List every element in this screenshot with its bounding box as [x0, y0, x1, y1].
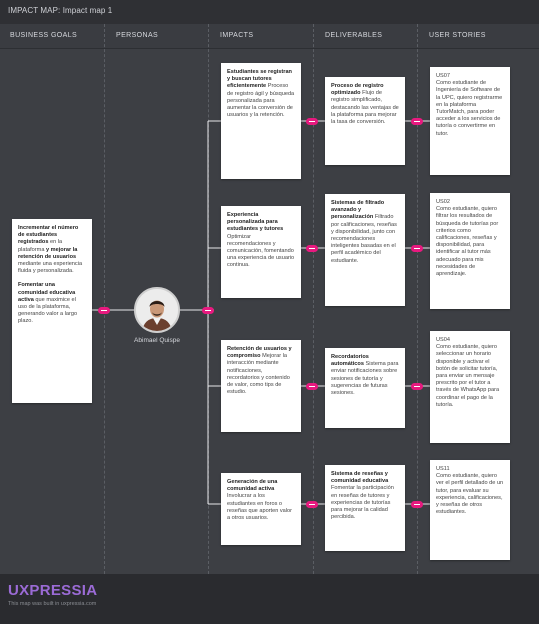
impact-text: Proceso de registro ágil y búsqueda pers… — [227, 83, 295, 119]
goal-text-bold: y mejorar la retención de usuarios — [18, 246, 78, 260]
goal-text: que maximice el uso de la plataforma, ge… — [18, 296, 78, 325]
business-goal-card[interactable]: Incrementar el número de estudiantes reg… — [12, 219, 92, 403]
deliverable-title: Recordatorios automáticos — [331, 354, 369, 368]
deliverable-title: Sistemas de filtrado avanzado y personal… — [331, 200, 385, 221]
deliverable-card[interactable]: Proceso de registro optimizado Flujo de … — [325, 77, 405, 165]
deliverable-title: Proceso de registro optimizado — [331, 83, 384, 97]
column-divider — [104, 24, 105, 574]
user-story-id: US07 — [436, 73, 450, 79]
user-story-card[interactable]: US11 Como estudiante, quiero ver el perf… — [430, 460, 510, 560]
deliverable-card[interactable]: Recordatorios automáticos Sistema para e… — [325, 348, 405, 428]
connector-handle[interactable] — [306, 383, 318, 390]
goal-text-bold: Fomentar una comunidad educativa activa — [18, 282, 76, 303]
column-header-row: BUSINESS GOALS PERSONAS IMPACTS DELIVERA… — [0, 24, 539, 49]
impact-card[interactable]: Retención de usuarios y compromiso Mejor… — [221, 340, 301, 432]
column-header-user-stories: USER STORIES — [429, 32, 486, 39]
connector-handle[interactable] — [306, 501, 318, 508]
impact-title: Experiencia personalizada para estudiant… — [227, 212, 284, 233]
column-header-personas: PERSONAS — [116, 32, 159, 39]
impact-title: Retención de usuarios y compromiso — [227, 346, 292, 360]
deliverable-text: Sistema para enviar notificaciones sobre… — [331, 361, 399, 397]
deliverable-text: Flujo de registro simplificado, destacan… — [331, 90, 399, 126]
user-story-text: Como estudiante, quiero ver el perfil de… — [436, 473, 504, 516]
persona-name: Abimael Quispe — [134, 337, 180, 344]
connector-handle[interactable] — [411, 501, 423, 508]
column-header-business-goals: BUSINESS GOALS — [10, 32, 78, 39]
impact-text: Optimizar recomendaciones y comunicación… — [227, 233, 295, 269]
user-story-id: US04 — [436, 337, 450, 343]
column-divider — [313, 24, 314, 574]
goal-text-bold: Incrementar el número de estudiantes reg… — [18, 225, 79, 246]
impact-title: Generación de una comunidad activa — [227, 479, 278, 493]
connector-handle[interactable] — [98, 307, 110, 314]
impact-card[interactable]: Generación de una comunidad activa Invol… — [221, 473, 301, 545]
top-bar: IMPACT MAP: Impact map 1 — [0, 0, 539, 24]
persona-avatar[interactable] — [134, 287, 180, 333]
column-header-deliverables: DELIVERABLES — [325, 32, 383, 39]
user-story-text: Como estudiante, quiero seleccionar un h… — [436, 344, 500, 408]
connector-handle[interactable] — [411, 118, 423, 125]
user-story-text: Como estudiante, quiero filtrar los resu… — [436, 206, 499, 278]
user-story-card[interactable]: US02 Como estudiante, quiero filtrar los… — [430, 193, 510, 309]
user-story-card[interactable]: US04 Como estudiante, quiero seleccionar… — [430, 331, 510, 443]
uxpressia-logo[interactable]: UXPRESSIA — [8, 582, 98, 599]
footer: UXPRESSIA This map was built in uxpressi… — [0, 574, 539, 624]
connector-handle[interactable] — [411, 383, 423, 390]
column-header-impacts: IMPACTS — [220, 32, 254, 39]
user-story-card[interactable]: US07 Como estudiante de Ingeniería de So… — [430, 67, 510, 175]
user-story-id: US11 — [436, 466, 450, 472]
impact-text: Mejorar la interacción mediante notifica… — [227, 353, 290, 396]
user-story-text: Como estudiante de Ingeniería de Softwar… — [436, 80, 503, 137]
deliverable-text: Fomentar la participación en reseñas de … — [331, 485, 394, 521]
user-story-id: US02 — [436, 199, 450, 205]
column-divider — [417, 24, 418, 574]
connector-handle[interactable] — [306, 245, 318, 252]
impact-title: Estudiantes se registran y buscan tutore… — [227, 69, 292, 90]
deliverable-text: Filtrado por calificaciones, reseñas y d… — [331, 214, 397, 264]
impact-card[interactable]: Experiencia personalizada para estudiant… — [221, 206, 301, 298]
deliverable-card[interactable]: Sistema de reseñas y comunidad educativa… — [325, 465, 405, 551]
goal-text: mediante una experiencia fluida y person… — [18, 261, 83, 275]
connector-handle[interactable] — [202, 307, 214, 314]
connector-handle[interactable] — [411, 245, 423, 252]
impact-card[interactable]: Estudiantes se registran y buscan tutore… — [221, 63, 301, 179]
map-title: IMPACT MAP: Impact map 1 — [8, 6, 113, 15]
deliverable-card[interactable]: Sistemas de filtrado avanzado y personal… — [325, 194, 405, 306]
connector-handle[interactable] — [306, 118, 318, 125]
goal-text: en la plataforma — [18, 239, 63, 253]
person-photo-icon — [136, 289, 178, 331]
built-with-note: This map was built in uxpressia.com — [8, 601, 97, 607]
deliverable-title: Sistema de reseñas y comunidad educativa — [331, 471, 389, 485]
impact-text: Involucrar a los estudiantes en foros o … — [227, 493, 292, 522]
